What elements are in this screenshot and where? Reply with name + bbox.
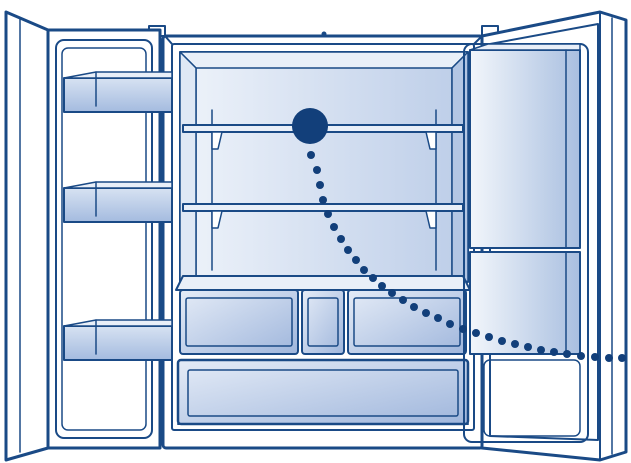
callout-leader-dot: [511, 340, 519, 348]
callout-leader-dot: [605, 354, 613, 362]
interior-ceiling: [180, 52, 468, 68]
callout-marker-dot: [292, 108, 328, 144]
left-door-bin-bottom: [64, 326, 172, 360]
crisper-cover: [176, 276, 470, 290]
callout-leader-dot: [446, 320, 454, 328]
callout-leader-dot: [360, 266, 368, 274]
left-door-outer-edge: [6, 12, 48, 460]
callout-leader-dot: [324, 210, 332, 218]
left-crisper-drawer: [180, 290, 298, 354]
callout-leader-dot: [618, 354, 626, 362]
callout-leader-dot: [388, 289, 396, 297]
callout-leader-dot: [591, 353, 599, 361]
callout-leader-dot: [459, 325, 467, 333]
interior-back-wall: [180, 52, 468, 282]
left-door-bin-middle: [64, 188, 172, 222]
callout-leader-dot: [498, 337, 506, 345]
callout-leader-dot: [316, 181, 324, 189]
callout-leader-dot: [369, 274, 377, 282]
interior-right-wall: [452, 52, 468, 282]
callout-leader-dot: [330, 223, 338, 231]
callout-leader-dot: [307, 151, 315, 159]
callout-leader-dot: [434, 314, 442, 322]
callout-leader-dot: [399, 296, 407, 304]
left-door-bin-top: [64, 78, 172, 112]
middle-shelf: [183, 204, 463, 211]
callout-leader-dot: [313, 166, 321, 174]
callout-leader-dot: [378, 282, 386, 290]
right-door-upper-compartment: [470, 50, 580, 248]
callout-leader-dot: [422, 309, 430, 317]
callout-leader-dot: [337, 235, 345, 243]
callout-leader-dot: [485, 333, 493, 341]
callout-leader-dot: [319, 196, 327, 204]
callout-leader-dot: [524, 343, 532, 351]
callout-leader-dot: [550, 348, 558, 356]
interior-left-wall: [180, 52, 196, 282]
callout-leader-dot: [410, 303, 418, 311]
cabinet-top-indicator: [322, 32, 327, 37]
right-door-upper-top: [470, 44, 580, 50]
callout-leader-dot: [344, 246, 352, 254]
callout-leader-dot: [563, 350, 571, 358]
callout-leader-dot: [577, 352, 585, 360]
callout-leader-dot: [472, 329, 480, 337]
callout-leader-dot: [537, 346, 545, 354]
callout-leader-dot: [352, 256, 360, 264]
